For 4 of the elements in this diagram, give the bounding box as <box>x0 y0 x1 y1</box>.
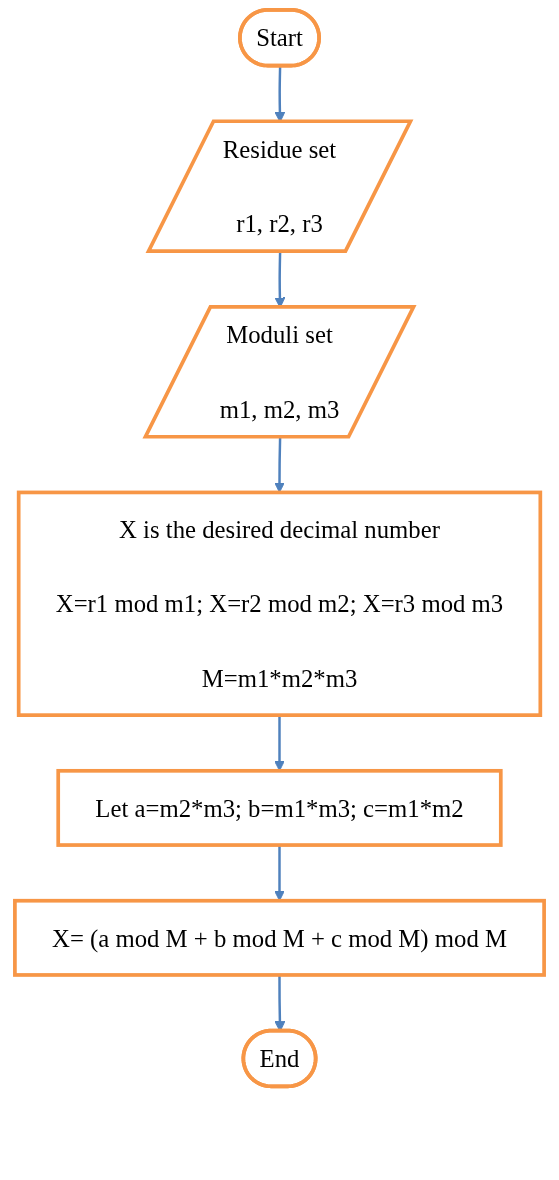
node-box: X= (a mod M + b mod M + c mod M) mod M <box>13 898 546 977</box>
node-box: X is the desired decimal number X=r1 mod m1; X=r2 mod m2; X=r3 mod m3 M=m1*m2*m3 <box>16 490 543 717</box>
node-box: Let a=m2*m3; b=m1*m3; c=m1*m2 <box>56 768 503 847</box>
arrow <box>274 437 285 493</box>
